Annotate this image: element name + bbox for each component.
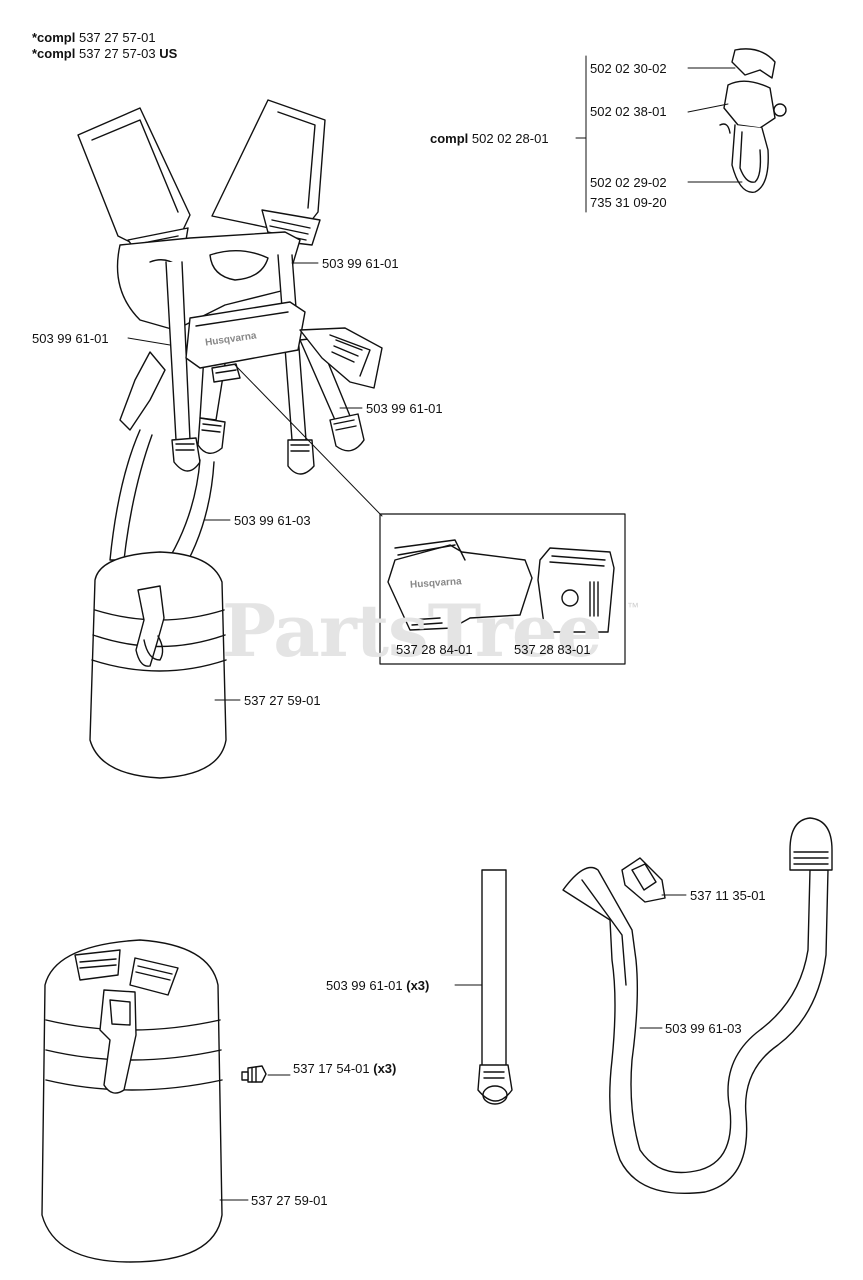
screw-part xyxy=(241,1065,267,1083)
header-line-2: *compl 537 27 57-03 US xyxy=(32,46,177,61)
callout-buckle: 537 11 35-01 xyxy=(690,888,766,903)
callout-strap-single: 503 99 61-01 (x3) xyxy=(326,978,429,993)
callout-hook-assembly: compl 502 02 28-01 xyxy=(430,131,549,146)
callout-inset-part-b: 537 28 83-01 xyxy=(514,642,591,657)
header-line-2-suffix: US xyxy=(159,46,178,61)
long-strap-part xyxy=(562,817,833,1195)
header-line-1-prefix: *compl xyxy=(32,30,76,45)
callout-strap-long: 503 99 61-03 xyxy=(234,513,311,528)
callout-pad-upper: 537 27 59-01 xyxy=(244,693,321,708)
harness-right-buckle xyxy=(299,327,383,389)
harness-center-pad xyxy=(185,301,306,383)
callout-hook-part-1: 502 02 30-02 xyxy=(590,61,667,76)
callout-hook-part-3: 502 02 29-02 xyxy=(590,175,667,190)
callout-screw: 537 17 54-01 (x3) xyxy=(293,1061,396,1076)
inset-part-a xyxy=(387,539,533,631)
callout-hook-assembly-number: 502 02 28-01 xyxy=(471,131,549,146)
callout-strap-single-qty: (x3) xyxy=(406,978,430,993)
upper-hip-pad xyxy=(89,551,227,779)
header-line-1-number: 537 27 57-01 xyxy=(78,30,156,45)
callout-strap-long-lower: 503 99 61-03 xyxy=(665,1021,742,1036)
inset-part-b xyxy=(537,547,615,633)
callout-pad-lower: 537 27 59-01 xyxy=(251,1193,328,1208)
callout-hook-part-4: 735 31 09-20 xyxy=(590,195,667,210)
single-strap-part xyxy=(477,869,513,1105)
inset-box xyxy=(379,513,626,665)
callout-hook-assembly-prefix: compl xyxy=(430,131,469,146)
hook-assembly xyxy=(575,48,787,213)
harness-right-shoulder-strap xyxy=(211,99,326,246)
callout-inset-part-a: 537 28 84-01 xyxy=(396,642,473,657)
callout-screw-qty: (x3) xyxy=(373,1061,397,1076)
header-line-2-number: 537 27 57-03 xyxy=(78,46,156,61)
buckle-part xyxy=(621,857,666,903)
watermark-trademark: ™ xyxy=(627,600,639,614)
lower-hip-pad xyxy=(41,939,223,1263)
callout-screw-number: 537 17 54-01 xyxy=(293,1061,370,1076)
callout-strap-left: 503 99 61-01 xyxy=(32,331,109,346)
callout-strap-right-upper: 503 99 61-01 xyxy=(322,256,399,271)
header-line-2-prefix: *compl xyxy=(32,46,76,61)
watermark: PartsTree xyxy=(222,588,602,673)
callout-strap-right-lower: 503 99 61-01 xyxy=(366,401,443,416)
callout-hook-part-2: 502 02 38-01 xyxy=(590,104,667,119)
harness-right-straps xyxy=(277,254,365,475)
callout-strap-single-number: 503 99 61-01 xyxy=(326,978,403,993)
header-line-1: *compl 537 27 57-01 xyxy=(32,30,156,45)
